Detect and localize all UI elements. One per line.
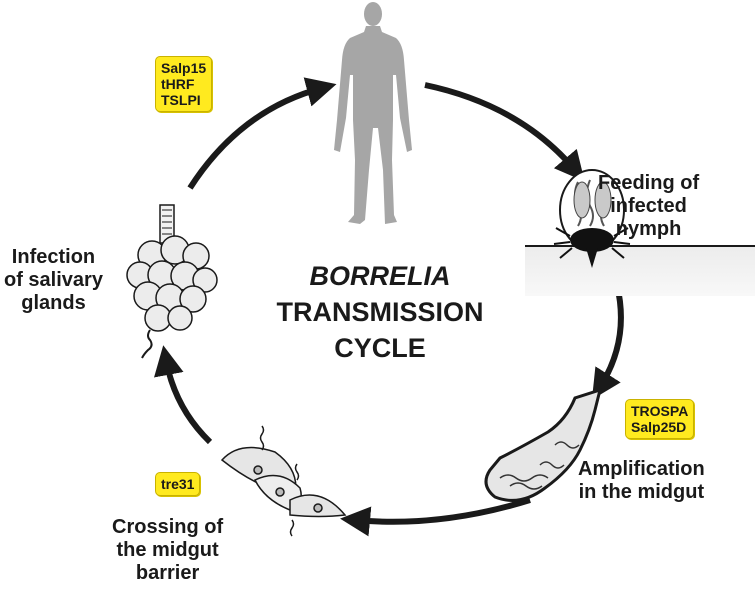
arrow-to-human: [187, 77, 337, 190]
stage-label-crossing: Crossing of the midgut barrier: [112, 516, 223, 585]
infection-line-1: Infection: [11, 246, 96, 268]
tag-salp15: Salp15: [161, 60, 207, 76]
amplification-line-2: in the midgut: [578, 481, 705, 503]
epithelium-icon: [220, 425, 347, 537]
infection-line-2: of salivary: [4, 269, 103, 291]
tag-trospa: TROSPA: [631, 403, 689, 419]
salivary-gland-icon: [126, 204, 218, 359]
tick-icon: [553, 169, 631, 268]
stage-label-amplification: Amplification in the midgut: [578, 458, 705, 504]
title-line-1: BORRELIA: [309, 261, 451, 291]
human-silhouette-icon: [334, 2, 412, 224]
amplification-line-1: Amplification: [578, 458, 705, 480]
tag-tre31: tre31: [161, 476, 195, 492]
midgut-icon: [484, 387, 603, 502]
tag-midgut-proteins: TROSPA Salp25D: [625, 399, 695, 439]
feeding-line-1: Feeding of: [598, 172, 700, 194]
stage-label-feeding: Feeding of infected nymph: [598, 172, 699, 241]
feeding-line-2: infected: [610, 195, 687, 217]
skin-surface: [525, 246, 755, 296]
arrow-to-midgut: [591, 284, 624, 400]
title-line-2: TRANSMISSION: [276, 297, 484, 327]
title-line-3: CYCLE: [334, 333, 426, 363]
arrow-to-tick: [424, 82, 585, 182]
crossing-line-1: Crossing of: [112, 516, 224, 538]
diagram-title: BORRELIA TRANSMISSION CYCLE: [245, 258, 515, 366]
arrow-to-barrier: [340, 497, 531, 537]
infection-line-3: glands: [21, 292, 86, 314]
crossing-line-3: barrier: [135, 562, 200, 584]
tag-barrier-protein: tre31: [155, 472, 201, 496]
feeding-line-3: nymph: [615, 218, 682, 240]
stage-label-infection: Infection of salivary glands: [4, 246, 103, 315]
tag-thrf: tHRF: [161, 76, 195, 92]
tag-salivary-proteins: Salp15 tHRF TSLPI: [155, 56, 213, 112]
tag-tslpi: TSLPI: [161, 92, 201, 108]
arrow-to-glands: [154, 345, 213, 445]
crossing-line-2: the midgut: [116, 539, 219, 561]
tag-salp25d: Salp25D: [631, 419, 687, 435]
